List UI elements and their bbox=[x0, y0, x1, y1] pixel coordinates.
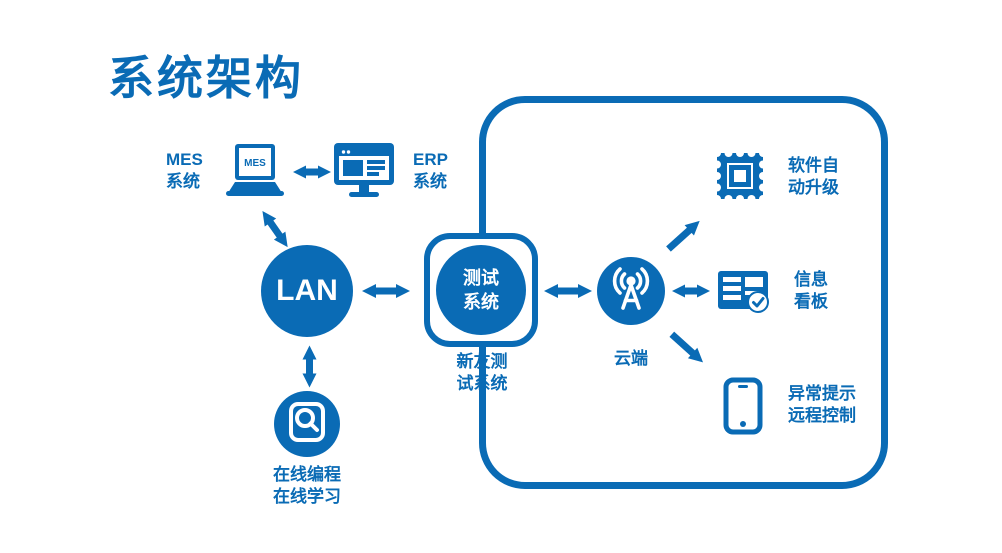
laptop-screen-text: MES bbox=[244, 158, 266, 169]
dashboard-icon bbox=[716, 267, 770, 320]
magnifier-disk-icon bbox=[274, 389, 340, 460]
test-caption-line1: 新友测 bbox=[456, 352, 508, 371]
online-caption: 在线编程 在线学习 bbox=[247, 464, 367, 508]
test-system-circle: 测试 系统 bbox=[436, 245, 526, 335]
mes-label-line1: MES bbox=[166, 150, 203, 169]
board-label: 信息 看板 bbox=[794, 269, 828, 313]
cloud-upgrade-arrow bbox=[659, 212, 711, 263]
stamp-icon bbox=[713, 149, 767, 207]
mes-lan-arrow bbox=[249, 204, 298, 257]
test-circle-line2: 系统 bbox=[463, 292, 499, 312]
cloud-mobile-arrow bbox=[659, 324, 711, 375]
smartphone-icon bbox=[722, 377, 764, 440]
cloud-caption: 云端 bbox=[601, 348, 661, 370]
mes-erp-arrow bbox=[292, 161, 332, 188]
mobile-label: 异常提示 远程控制 bbox=[788, 383, 856, 427]
lan-label: LAN bbox=[276, 274, 338, 307]
online-caption-line2: 在线学习 bbox=[273, 487, 341, 506]
mobile-label-line1: 异常提示 bbox=[788, 384, 856, 403]
lan-online-arrow bbox=[294, 345, 321, 389]
upgrade-label: 软件自 动升级 bbox=[788, 155, 839, 199]
online-caption-line1: 在线编程 bbox=[273, 465, 341, 484]
monitor-icon bbox=[332, 140, 396, 207]
test-cloud-arrow bbox=[543, 280, 593, 307]
upgrade-label-line1: 软件自 bbox=[788, 156, 839, 175]
test-caption-line2: 试系统 bbox=[456, 374, 508, 393]
upgrade-label-line2: 动升级 bbox=[788, 178, 839, 197]
board-label-line1: 信息 bbox=[794, 270, 828, 289]
erp-label-line2: 系统 bbox=[413, 172, 447, 191]
test-circle-line1: 测试 bbox=[463, 268, 499, 288]
cloud-node bbox=[597, 257, 665, 325]
antenna-broadcast-icon bbox=[597, 255, 665, 328]
lan-node: LAN bbox=[261, 245, 353, 337]
lan-test-arrow bbox=[361, 280, 411, 307]
mes-label: MES 系统 bbox=[166, 149, 203, 193]
mes-label-line2: 系统 bbox=[166, 172, 200, 191]
board-label-line2: 看板 bbox=[794, 292, 828, 311]
test-system-node: 测试 系统 bbox=[424, 233, 538, 347]
erp-label: ERP 系统 bbox=[413, 149, 448, 193]
online-node bbox=[274, 391, 340, 457]
cloud-caption-text: 云端 bbox=[614, 349, 648, 368]
test-system-caption: 新友测 试系统 bbox=[430, 351, 534, 395]
page-title: 系统架构 bbox=[108, 52, 304, 104]
mobile-label-line2: 远程控制 bbox=[788, 406, 856, 425]
laptop-icon: MES bbox=[220, 142, 290, 209]
cloud-board-arrow bbox=[671, 280, 711, 307]
erp-label-line1: ERP bbox=[413, 150, 448, 169]
